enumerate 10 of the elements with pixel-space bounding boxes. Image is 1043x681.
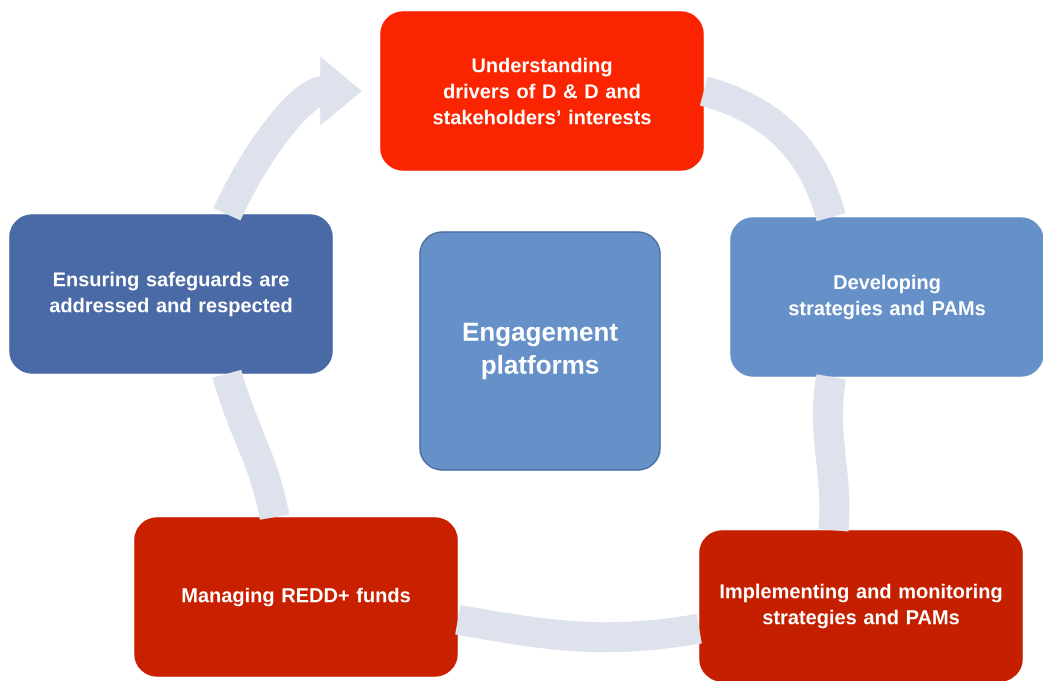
ring-segment [212, 369, 290, 521]
process-box: Managing REDD+ funds [134, 517, 458, 677]
process-box: Implementing and monitoring strategies and PAMs [699, 530, 1023, 681]
ring-segment [812, 374, 850, 532]
ring-segment [699, 76, 846, 222]
ring-segment [455, 604, 702, 653]
process-box: Understanding drivers of D & D and stakeholders’ interests [380, 11, 704, 171]
hub-box: Engagement platforms [419, 231, 661, 471]
process-box: Developing strategies and PAMs [730, 217, 1043, 377]
process-box: Ensuring safeguards are addressed and respected [9, 214, 333, 374]
